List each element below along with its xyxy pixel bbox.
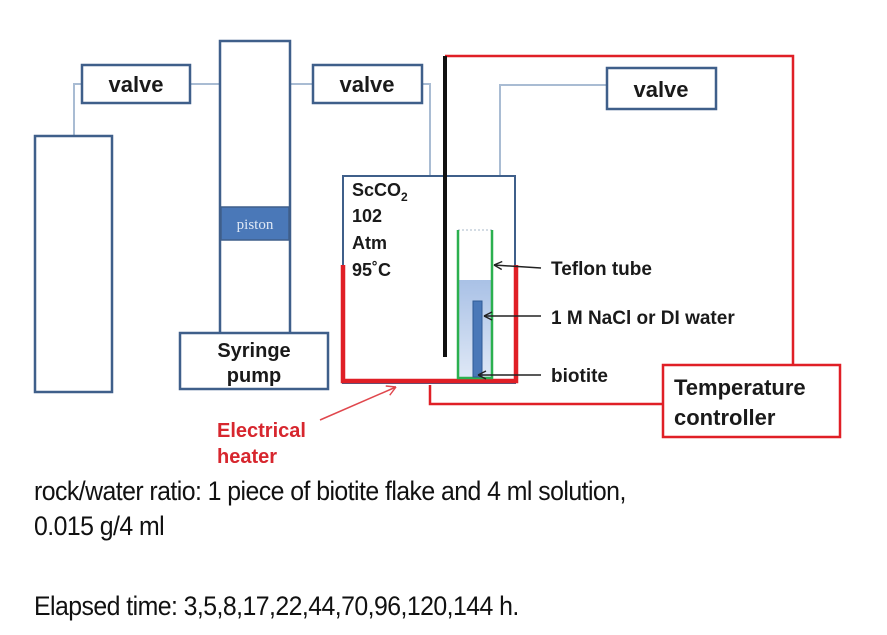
- heater-arrow: [319, 385, 397, 421]
- biotite-flake: [472, 300, 483, 378]
- heater-label-line1: Electrical: [217, 420, 306, 442]
- piston-label: piston: [237, 217, 274, 233]
- solution-label: 1 M NaCl or DI water: [551, 308, 735, 329]
- valve-right[interactable]: valve: [605, 66, 718, 111]
- temperature-controller-label-line2: controller: [674, 405, 776, 430]
- reactor-conditions: ScCO2 102 Atm 95˚C: [352, 180, 408, 280]
- syringe-pump-label-line1: Syringe: [217, 340, 290, 362]
- pipe-right-valve-to-reactor: [499, 84, 607, 218]
- gas-cylinder: [33, 134, 114, 394]
- valve-middle[interactable]: valve: [311, 63, 424, 105]
- reactor-temperature: 95˚C: [352, 260, 391, 280]
- ratio-caption-line2: 0.015 g/4 ml: [34, 511, 165, 541]
- biotite-label: biotite: [551, 366, 608, 387]
- temperature-controller-label-line1: Temperature: [674, 375, 806, 400]
- teflon-tube-arrow: [493, 260, 542, 271]
- pipes: [73, 83, 607, 218]
- piston[interactable]: piston: [220, 206, 290, 241]
- valve-right-label: valve: [633, 77, 688, 102]
- syringe-pump-label-line2: pump: [227, 365, 281, 387]
- pipe-cylinder-to-left-valve: [73, 83, 82, 136]
- electrical-heater: [340, 265, 519, 384]
- ratio-caption-line1: rock/water ratio: 1 piece of biotite fla…: [34, 476, 626, 506]
- valve-left[interactable]: valve: [80, 63, 192, 105]
- elapsed-time-caption: Elapsed time: 3,5,8,17,22,44,70,96,120,1…: [34, 591, 519, 621]
- temperature-sensor-loop: [445, 54, 795, 365]
- experimental-setup-diagram: valve piston Syringe pump valve valve Sc…: [33, 39, 842, 468]
- heater-control-wire: [428, 385, 663, 406]
- temperature-controller[interactable]: Temperature controller: [661, 363, 842, 439]
- valve-middle-label: valve: [339, 72, 394, 97]
- reactor-medium: ScCO2: [352, 180, 408, 204]
- reactor-pressure: 102: [352, 206, 382, 226]
- syringe-barrel: [218, 39, 292, 336]
- reactor-pressure-unit: Atm: [352, 233, 387, 253]
- syringe-pump[interactable]: Syringe pump: [178, 331, 330, 391]
- valve-left-label: valve: [108, 72, 163, 97]
- pipe-middle-valve-to-reactor: [423, 83, 431, 176]
- teflon-tube-label: Teflon tube: [551, 259, 652, 280]
- heater-label-line2: heater: [217, 446, 277, 468]
